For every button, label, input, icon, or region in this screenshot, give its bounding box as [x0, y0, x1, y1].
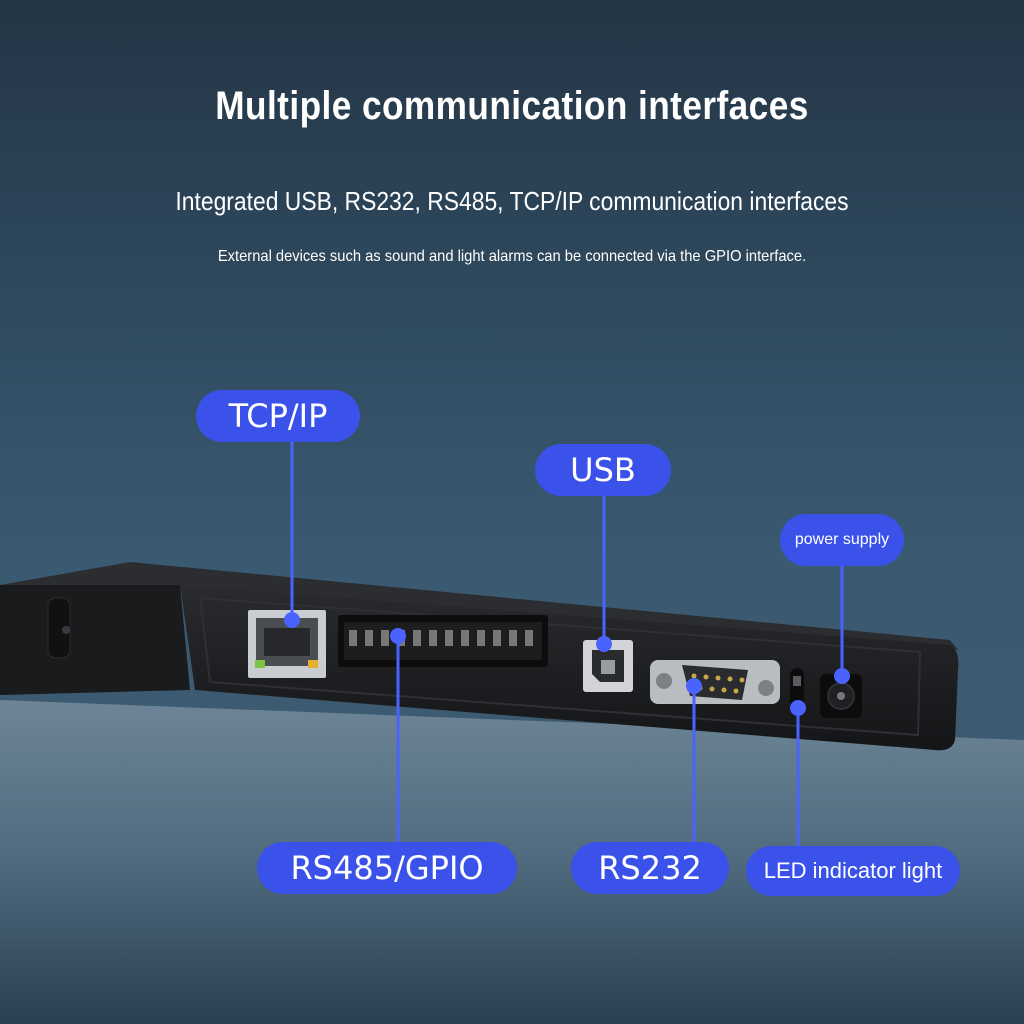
- dc-jack: [820, 674, 862, 718]
- label-led-indicator: LED indicator light: [746, 846, 960, 896]
- terminal-pin: [365, 630, 373, 646]
- terminal-pin: [429, 630, 437, 646]
- terminal-pin: [381, 630, 389, 646]
- label-power-supply: power supply: [780, 514, 904, 566]
- page-note: External devices such as sound and light…: [217, 248, 807, 265]
- device-left-side: [0, 585, 190, 695]
- terminal-pin: [477, 630, 485, 646]
- label-usb: USB: [535, 444, 671, 496]
- usb-b-port: [583, 640, 633, 692]
- terminal-pin: [413, 630, 421, 646]
- terminal-pin: [525, 630, 533, 646]
- db9-pin: [709, 686, 715, 692]
- label-rs232: RS232: [571, 842, 729, 894]
- page-title: Multiple communication interfaces: [215, 84, 809, 128]
- db9-pin: [715, 675, 721, 681]
- terminal-pin: [349, 630, 357, 646]
- label-rs485-gpio: RS485/GPIO: [257, 842, 517, 894]
- db9-pin: [721, 687, 727, 693]
- terminal-pin: [445, 630, 453, 646]
- terminal-pin: [493, 630, 501, 646]
- page-subtitle: Integrated USB, RS232, RS485, TCP/IP com…: [175, 186, 849, 216]
- db9-pin: [739, 677, 745, 683]
- label-tcpip: TCP/IP: [196, 390, 360, 442]
- db9-pin: [703, 674, 709, 680]
- terminal-block: [338, 615, 548, 667]
- terminal-pin: [509, 630, 517, 646]
- db9-pin: [691, 673, 697, 679]
- db9-pin: [727, 676, 733, 682]
- db9-pin: [733, 688, 739, 694]
- db9-port: [650, 660, 780, 704]
- terminal-pin: [461, 630, 469, 646]
